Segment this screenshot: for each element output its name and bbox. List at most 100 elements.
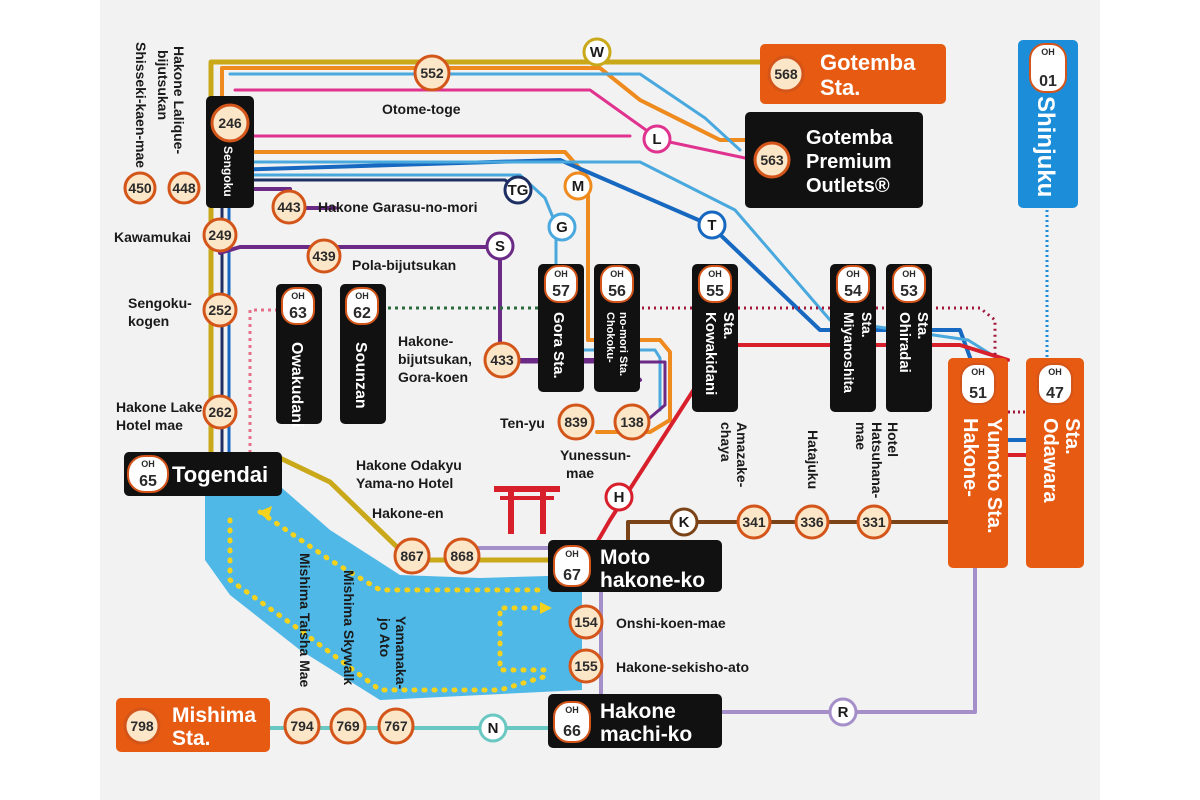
- stop-798[interactable]: 798: [123, 707, 161, 745]
- oh-badge-prefix: OH: [1041, 47, 1055, 57]
- route-letter: N: [488, 720, 499, 737]
- stop-839[interactable]: 839: [557, 403, 595, 441]
- cruise-arrow-up-icon: [258, 506, 272, 520]
- route-k-line: [626, 520, 952, 547]
- yumoto-box[interactable]: [948, 358, 1008, 568]
- stop-252[interactable]: 252: [202, 292, 238, 328]
- machiko-label-2: machi-ko: [600, 723, 692, 746]
- route-g-marker[interactable]: G: [547, 212, 577, 242]
- stop-341[interactable]: 341: [736, 504, 772, 540]
- hatsuhana-label-1: Hotel: [885, 422, 901, 457]
- stop-number: 867: [400, 548, 424, 564]
- route-letter: K: [679, 514, 690, 531]
- stop-138[interactable]: 138: [613, 403, 651, 441]
- stop-number: 138: [620, 414, 644, 430]
- stop-448[interactable]: 448: [167, 171, 201, 205]
- route-m-line: [220, 66, 762, 202]
- stop-155[interactable]: 155: [568, 648, 604, 684]
- stop-262[interactable]: 262: [202, 394, 238, 430]
- stop-794[interactable]: 794: [283, 707, 321, 745]
- stop-number: 331: [862, 514, 886, 530]
- oh-badge-prefix: OH: [971, 367, 985, 377]
- tenyu-label: Ten-yu: [500, 415, 545, 431]
- stop-450[interactable]: 450: [123, 171, 157, 205]
- stop-number: 448: [172, 180, 196, 196]
- stop-154[interactable]: 154: [568, 604, 604, 640]
- hatsuhana-label-3: mae: [853, 422, 869, 450]
- stop-563[interactable]: 563: [753, 141, 791, 179]
- skywalk-label: Mishima Skywalk: [341, 570, 357, 685]
- stop-number: 252: [208, 302, 232, 318]
- stop-552[interactable]: 552: [413, 54, 451, 92]
- oh-badge-prefix: OH: [846, 269, 860, 279]
- mishima-label-1: Mishima: [172, 704, 256, 727]
- ohiradai-box[interactable]: [886, 264, 932, 412]
- stop-769[interactable]: 769: [329, 707, 367, 745]
- amazake-label-2: chaya: [718, 422, 734, 462]
- route-letter: H: [614, 489, 625, 506]
- stop-767[interactable]: 767: [377, 707, 415, 745]
- motohakone-box[interactable]: [548, 540, 722, 592]
- stop-868[interactable]: 868: [443, 537, 481, 575]
- sengokukogen-label-2: kogen: [128, 313, 169, 329]
- shinjuku-label: Shinjuku: [1032, 96, 1059, 197]
- cruise-route-inner-line: [497, 605, 548, 673]
- oh-badge-number: 57: [552, 283, 570, 300]
- route-letter: T: [707, 217, 716, 234]
- oh-badge-number: 66: [563, 723, 581, 740]
- garasu-label: Hakone Garasu-no-mori: [318, 199, 477, 215]
- route-r-line: [718, 564, 977, 714]
- route-letter: L: [652, 131, 661, 148]
- route-letter: R: [838, 704, 849, 721]
- stop-568[interactable]: 568: [767, 55, 805, 93]
- route-tg-marker[interactable]: TG: [503, 175, 533, 205]
- outlets-label-3: Outlets®: [806, 175, 890, 197]
- route-h-marker[interactable]: H: [604, 482, 634, 512]
- route-letter: S: [495, 238, 505, 255]
- stop-336[interactable]: 336: [794, 504, 830, 540]
- odakyuhotel-label-1: Hakone Odakyu: [356, 457, 462, 473]
- route-w-marker[interactable]: W: [582, 37, 612, 67]
- kowakidani-box[interactable]: [692, 264, 738, 412]
- miyanoshita-box[interactable]: [830, 264, 876, 412]
- onshi-label: Onshi-koen-mae: [616, 615, 726, 631]
- gotemba-station-box[interactable]: [760, 44, 946, 104]
- route-r-marker[interactable]: R: [828, 697, 858, 727]
- sengoku-label: Sengoku: [221, 146, 235, 197]
- cruise-route-loop-line: [257, 509, 548, 593]
- stop-433[interactable]: 433: [483, 341, 521, 379]
- stop-331[interactable]: 331: [856, 504, 892, 540]
- stop-439[interactable]: 439: [306, 238, 342, 274]
- stop-number: 568: [774, 66, 798, 82]
- route-m-marker[interactable]: M: [563, 171, 593, 201]
- route-t-marker[interactable]: T: [697, 210, 727, 240]
- stop-867[interactable]: 867: [393, 537, 431, 575]
- stop-443[interactable]: 443: [271, 189, 307, 225]
- lakehotel-label-2: Hotel mae: [116, 417, 183, 433]
- gotemba-label-1: Gotemba: [820, 50, 916, 75]
- route-s-marker[interactable]: S: [485, 231, 515, 261]
- taisha-label: Mishima Taisha Mae: [297, 553, 313, 688]
- lalique-label-2: bijutsukan: [155, 50, 171, 120]
- odawara-box[interactable]: [1026, 358, 1084, 568]
- stop-249[interactable]: 249: [202, 217, 238, 253]
- route-l-marker[interactable]: L: [642, 124, 672, 154]
- stop-246[interactable]: 246: [210, 103, 250, 143]
- stop-number: 154: [574, 614, 598, 630]
- pola-label: Pola-bijutsukan: [352, 257, 456, 273]
- route-n-marker[interactable]: N: [478, 713, 508, 743]
- yamanaka-label-2: jo Ato: [377, 617, 393, 657]
- odakyuhotel-label-2: Yama-no Hotel: [356, 475, 453, 491]
- route-l-line: [233, 88, 747, 160]
- outlets-box[interactable]: [745, 112, 923, 208]
- machiko-box[interactable]: [548, 694, 722, 748]
- miyanoshita-label-2: Sta.: [859, 312, 875, 338]
- route-k-marker[interactable]: K: [669, 507, 699, 537]
